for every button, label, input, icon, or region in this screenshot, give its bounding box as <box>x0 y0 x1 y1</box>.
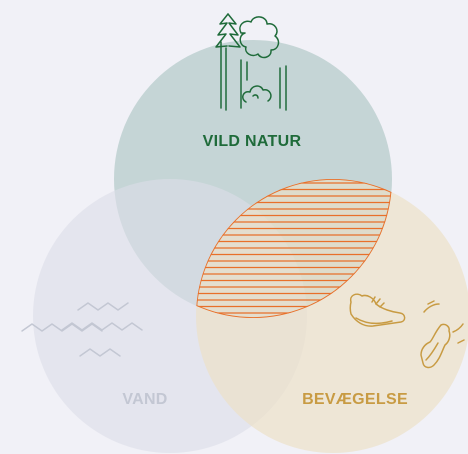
sneakers-icon <box>349 293 465 369</box>
waves-icon <box>21 302 143 357</box>
label-bevaegelse: BEVÆGELSE <box>302 391 408 408</box>
label-vild-natur: VILD NATUR <box>203 133 302 150</box>
label-vand: VAND <box>122 391 167 408</box>
forest-icon <box>215 13 287 111</box>
